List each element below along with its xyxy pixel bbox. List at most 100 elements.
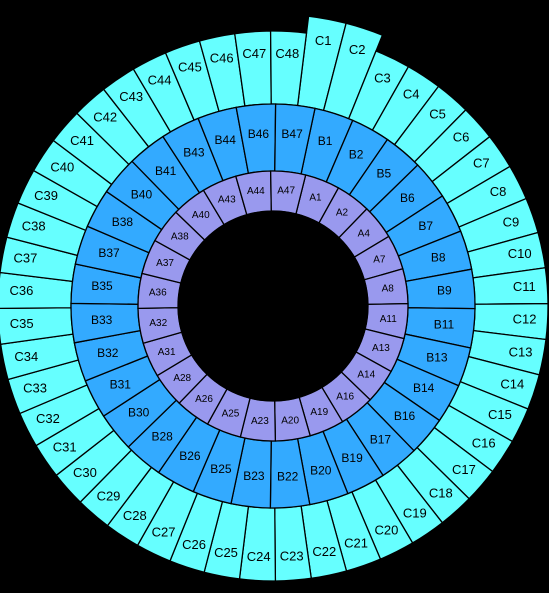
section-label-b47: B47	[281, 127, 303, 141]
section-label-a11: A11	[380, 314, 397, 325]
section-label-a23: A23	[251, 416, 269, 427]
section-label-c36: C36	[9, 283, 33, 298]
section-label-a19: A19	[310, 407, 328, 418]
section-label-b11: B11	[434, 317, 455, 331]
section-label-a47: A47	[277, 185, 295, 196]
section-label-a25: A25	[222, 409, 240, 420]
seat-section-c21[interactable]: C21	[326, 491, 382, 572]
section-label-c8: C8	[490, 184, 507, 199]
section-label-b33: B33	[91, 313, 113, 327]
section-label-c16: C16	[472, 436, 496, 451]
section-label-b17: B17	[370, 433, 392, 447]
section-label-b30: B30	[128, 406, 150, 420]
inner-ring-a: A1A2A4A7A8A11A13A14A16A19A20A23A25A26A28…	[137, 170, 409, 442]
section-label-b32: B32	[97, 346, 119, 360]
section-label-c46: C46	[210, 51, 234, 66]
section-label-c19: C19	[403, 506, 427, 521]
section-label-b2: B2	[349, 148, 364, 162]
section-label-b14: B14	[413, 381, 435, 395]
section-label-c30: C30	[73, 465, 97, 480]
section-label-b41: B41	[155, 164, 177, 178]
section-label-c34: C34	[14, 349, 38, 364]
section-label-b19: B19	[341, 451, 363, 465]
section-label-b5: B5	[377, 167, 392, 181]
section-label-b22: B22	[277, 470, 299, 484]
section-label-b9: B9	[437, 284, 452, 298]
section-label-c4: C4	[403, 87, 420, 102]
section-label-c48: C48	[275, 46, 299, 61]
seat-section-b7[interactable]: B7	[385, 195, 462, 257]
section-label-c43: C43	[119, 89, 143, 104]
section-label-b8: B8	[431, 250, 446, 264]
section-label-c3: C3	[374, 70, 391, 85]
section-label-c7: C7	[473, 156, 490, 171]
section-label-c40: C40	[50, 159, 74, 174]
seat-section-c45[interactable]: C45	[164, 40, 220, 121]
section-label-c47: C47	[242, 46, 266, 61]
seat-section-b16[interactable]: B16	[366, 381, 441, 452]
section-label-b7: B7	[418, 219, 433, 233]
section-label-b40: B40	[131, 187, 153, 201]
section-label-a20: A20	[281, 415, 299, 426]
seat-section-c11[interactable]: C11	[472, 266, 549, 305]
section-label-c35: C35	[10, 316, 34, 331]
section-label-a7: A7	[373, 254, 386, 265]
section-label-a16: A16	[336, 391, 354, 402]
section-label-c42: C42	[93, 109, 117, 124]
section-label-c23: C23	[280, 549, 304, 564]
section-label-b43: B43	[183, 145, 205, 159]
section-label-a40: A40	[192, 210, 210, 221]
section-label-c24: C24	[247, 549, 271, 564]
section-label-c26: C26	[182, 537, 206, 552]
section-label-c5: C5	[429, 107, 446, 122]
section-label-b13: B13	[426, 350, 448, 364]
seat-section-c10[interactable]: C10	[466, 231, 547, 279]
section-label-a37: A37	[156, 258, 174, 269]
section-label-a4: A4	[358, 228, 371, 239]
section-label-c33: C33	[23, 381, 47, 396]
section-label-a44: A44	[247, 186, 265, 197]
section-label-c2: C2	[349, 42, 366, 57]
section-label-c12: C12	[513, 312, 537, 327]
section-label-a36: A36	[149, 288, 167, 299]
section-label-b26: B26	[179, 449, 201, 463]
section-label-c9: C9	[503, 214, 520, 229]
section-label-c15: C15	[488, 407, 512, 422]
section-label-c37: C37	[13, 250, 37, 265]
outer-ring-c: C1C2C3C4C5C6C7C8C9C10C11C12C13C14C15C16C…	[0, 15, 549, 582]
section-label-a2: A2	[336, 207, 349, 218]
section-label-c21: C21	[344, 535, 368, 550]
section-label-b16: B16	[394, 409, 416, 423]
section-label-c32: C32	[36, 411, 60, 426]
section-label-c13: C13	[509, 344, 533, 359]
section-label-a14: A14	[357, 370, 375, 381]
section-label-b23: B23	[243, 469, 265, 483]
section-label-b37: B37	[98, 246, 120, 260]
section-label-c6: C6	[453, 130, 470, 145]
section-label-c29: C29	[97, 488, 121, 503]
section-label-c18: C18	[429, 485, 453, 500]
section-label-c45: C45	[178, 60, 202, 75]
section-label-a26: A26	[195, 394, 213, 405]
section-label-c39: C39	[34, 188, 58, 203]
section-label-b31: B31	[110, 377, 132, 391]
section-label-c17: C17	[452, 462, 476, 477]
section-label-a31: A31	[158, 347, 176, 358]
section-label-b35: B35	[91, 279, 113, 293]
section-label-b20: B20	[310, 463, 332, 477]
section-label-a32: A32	[149, 318, 167, 329]
center-stage-area	[177, 210, 369, 402]
section-label-b6: B6	[400, 191, 415, 205]
section-label-c1: C1	[315, 33, 332, 48]
seat-section-c13[interactable]: C13	[467, 329, 547, 376]
section-label-c41: C41	[70, 133, 94, 148]
section-label-a28: A28	[173, 373, 191, 384]
section-label-c44: C44	[148, 72, 172, 87]
section-label-b25: B25	[210, 462, 232, 476]
section-label-a38: A38	[171, 232, 189, 243]
section-label-a13: A13	[372, 343, 390, 354]
section-label-c20: C20	[374, 522, 398, 537]
section-label-b1: B1	[318, 134, 333, 148]
